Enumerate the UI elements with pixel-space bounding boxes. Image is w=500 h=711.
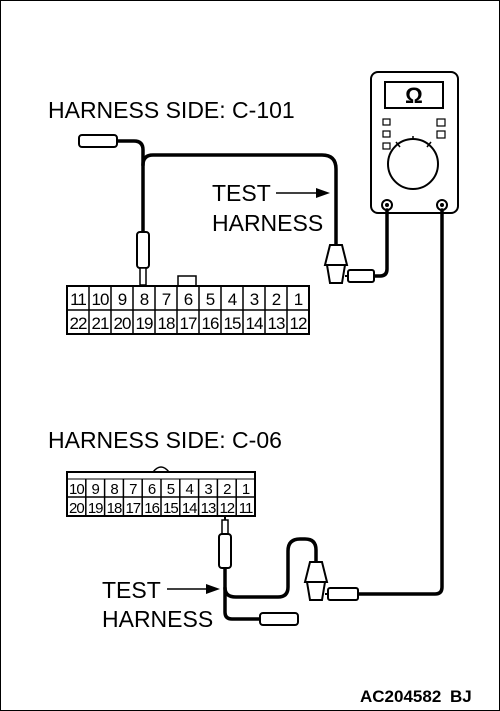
- lower-harness-branch-wire: [223, 537, 318, 599]
- meter-display: [384, 81, 444, 109]
- c06-cells-pin-3: 3: [204, 481, 212, 498]
- upper-harness-plug: [78, 134, 118, 148]
- c101-cells-pin-19: 19: [136, 314, 153, 333]
- c101-cells-pin-17: 17: [180, 314, 197, 333]
- test-harness-arrow-upper: [276, 188, 330, 198]
- c06-cells-pin-4: 4: [186, 481, 194, 498]
- c06-title: HARNESS SIDE: C-06: [48, 427, 282, 453]
- upper-alligator-clip: [323, 244, 375, 284]
- c06-cells-pin-10: 10: [69, 481, 84, 498]
- c101-cells-pin-4: 4: [228, 290, 237, 309]
- c06-cells-pin-18: 18: [107, 500, 122, 517]
- c101-cells-pin-18: 18: [158, 314, 175, 333]
- c06-cells-pin-1: 1: [242, 481, 250, 498]
- c101-cells-pin-22: 22: [70, 314, 87, 333]
- c06-cells-pin-15: 15: [163, 500, 178, 517]
- test-harness-label-lower-line1: TEST: [102, 577, 161, 603]
- c101-cells-pin-7: 7: [162, 290, 171, 309]
- c101-cells-pin-6: 6: [184, 290, 193, 309]
- upper-probe-pin8: [136, 231, 150, 292]
- lower-harness-plug: [259, 612, 299, 626]
- c06-cells-pin-14: 14: [182, 500, 197, 517]
- meter-com-lead: [370, 208, 389, 278]
- c101-cells-pin-15: 15: [224, 314, 241, 333]
- c06-cells-pin-9: 9: [92, 481, 100, 498]
- c06-cells-pin-8: 8: [110, 481, 118, 498]
- c101-cells-pin-9: 9: [118, 290, 127, 309]
- test-harness-label-upper-line1: TEST: [212, 180, 271, 206]
- c06-cells-pin-6: 6: [148, 481, 156, 498]
- test-harness-label-upper-line2: HARNESS: [212, 210, 323, 236]
- c06-cells-pin-12: 12: [219, 500, 234, 517]
- c101-cells-pin-16: 16: [202, 314, 219, 333]
- c06-cells-pin-16: 16: [144, 500, 159, 517]
- c101-cells-pin-21: 21: [92, 314, 109, 333]
- figure-code: AC204582: [360, 687, 441, 706]
- c101-cells-pin-13: 13: [268, 314, 285, 333]
- c101-cells-pin-5: 5: [206, 290, 215, 309]
- c101-cells-pin-10: 10: [92, 290, 109, 309]
- c101-cells-pin-11: 11: [70, 290, 86, 309]
- selector-dial: [387, 138, 439, 190]
- c101-title: HARNESS SIDE: C-101: [48, 97, 295, 123]
- c06-cells-pin-20: 20: [69, 500, 84, 517]
- multimeter: Ω: [370, 71, 459, 214]
- ohm-symbol: Ω: [405, 83, 423, 108]
- c06-cells-pin-17: 17: [125, 500, 140, 517]
- meter-vohm-lead: [355, 208, 444, 596]
- c101-cells-pin-20: 20: [114, 314, 131, 333]
- test-harness-label-lower-line2: HARNESS: [102, 606, 213, 632]
- c06-cells-pin-11: 11: [239, 500, 253, 517]
- c101-cells-pin-2: 2: [272, 290, 281, 309]
- c101-cells-pin-1: 1: [294, 290, 303, 309]
- c06-cells-pin-13: 13: [201, 500, 216, 517]
- c101-cells-pin-14: 14: [246, 314, 263, 333]
- c06-cells-pin-5: 5: [167, 481, 175, 498]
- figure-suffix: BJ: [450, 687, 472, 706]
- test-wires: [114, 139, 444, 621]
- c101-cells-pin-8: 8: [140, 290, 149, 309]
- lower-probe-pin12: [218, 512, 232, 569]
- lower-alligator-clip: [303, 561, 359, 601]
- lower-harness-wire: [223, 566, 264, 621]
- upper-harness-wire: [114, 139, 145, 234]
- test-harness-arrow-lower: [167, 584, 220, 594]
- c101-cells-pin-3: 3: [250, 290, 259, 309]
- c101-cells-pin-12: 12: [290, 314, 307, 333]
- c06-cells-pin-7: 7: [129, 481, 137, 498]
- c06-cells-pin-19: 19: [88, 500, 103, 517]
- upper-harness-branch-wire: [141, 153, 338, 247]
- c06-cells-pin-2: 2: [223, 481, 231, 498]
